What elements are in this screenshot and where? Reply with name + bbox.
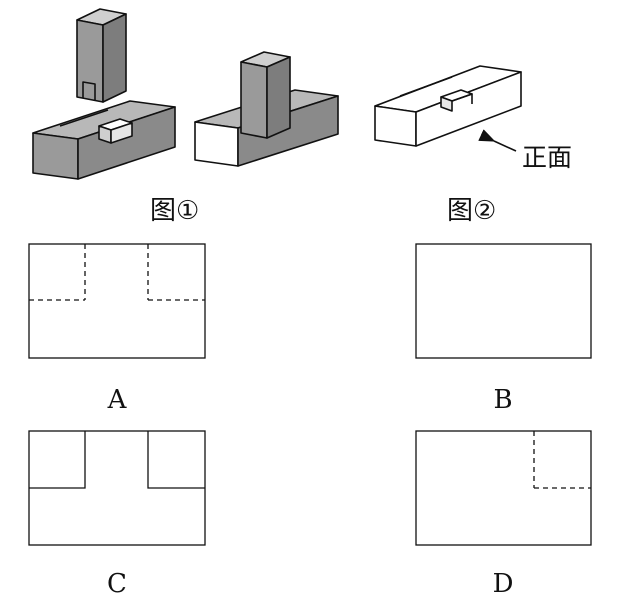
option-b-label: B [493,385,512,415]
figure1-mortise-beam [32,100,176,180]
option-a-view [28,243,206,359]
figure2-beam [374,65,522,147]
figure2-caption: 图② [447,196,496,226]
option-c-view [28,430,206,546]
figure1-assembled-joint [194,51,339,167]
front-label: 正面 [522,143,572,172]
option-a-label: A [107,385,128,415]
option-d-view [415,430,592,546]
figure1-tenon-piece [76,8,127,103]
option-c-label: C [107,569,127,599]
option-b-view [415,243,592,359]
figure1-caption: 图① [150,196,199,226]
option-d-label: D [493,569,514,599]
front-arrow [478,129,517,152]
